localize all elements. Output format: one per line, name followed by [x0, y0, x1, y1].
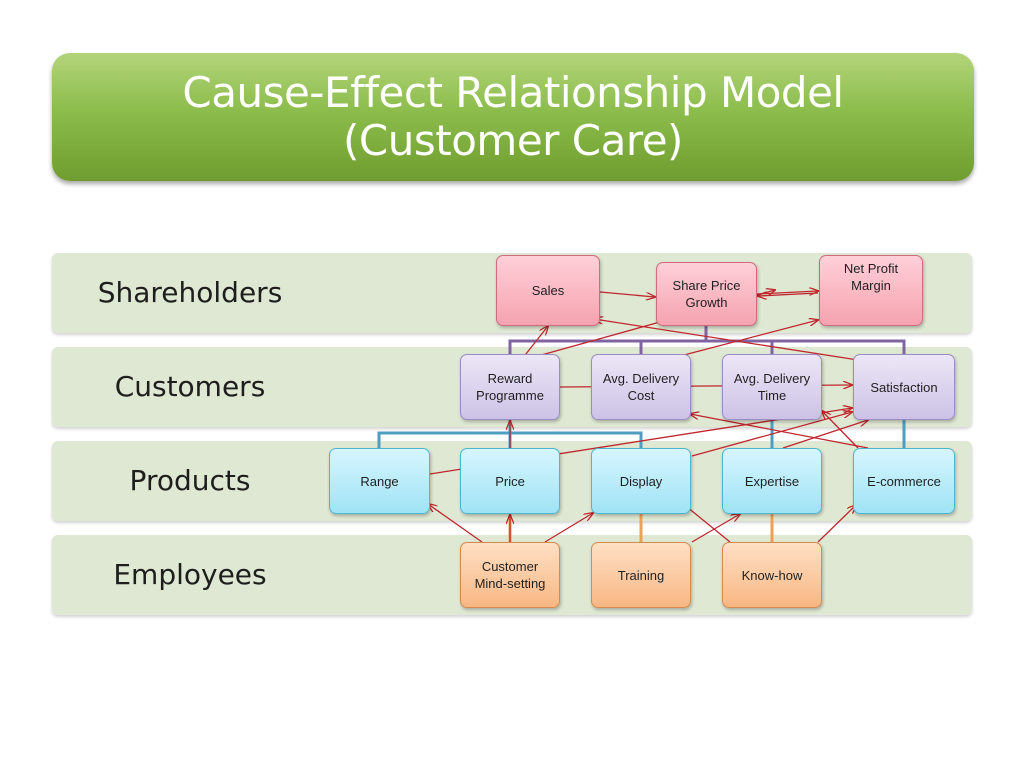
layer-label-employees: Employees: [113, 558, 267, 591]
node-expertise: Expertise: [722, 448, 822, 514]
node-sales: Sales: [496, 255, 600, 326]
title-line-1: Cause-Effect Relationship Model: [182, 68, 844, 117]
node-training: Training: [591, 542, 691, 608]
node-reward-programme: Reward Programme: [460, 354, 560, 420]
node-customer-mind-setting: Customer Mind-setting: [460, 542, 560, 608]
layer-label-products: Products: [129, 464, 251, 497]
node-avg-delivery-time: Avg. Delivery Time: [722, 354, 822, 420]
node-satisfaction: Satisfaction: [853, 354, 955, 420]
node-display: Display: [591, 448, 691, 514]
node-price: Price: [460, 448, 560, 514]
node-share-price-growth: Share Price Growth: [656, 262, 757, 326]
title-line-2: (Customer Care): [343, 116, 683, 165]
node-e-commerce: E-commerce: [853, 448, 955, 514]
node-range: Range: [329, 448, 430, 514]
layer-label-shareholders: Shareholders: [97, 276, 283, 309]
layer-label-customers: Customers: [114, 370, 266, 403]
node-avg-delivery-cost: Avg. Delivery Cost: [591, 354, 691, 420]
title-banner: Cause-Effect Relationship Model (Custome…: [52, 53, 974, 181]
node-net-profit-margin: Net Profit Margin: [819, 255, 923, 326]
node-know-how: Know-how: [722, 542, 822, 608]
